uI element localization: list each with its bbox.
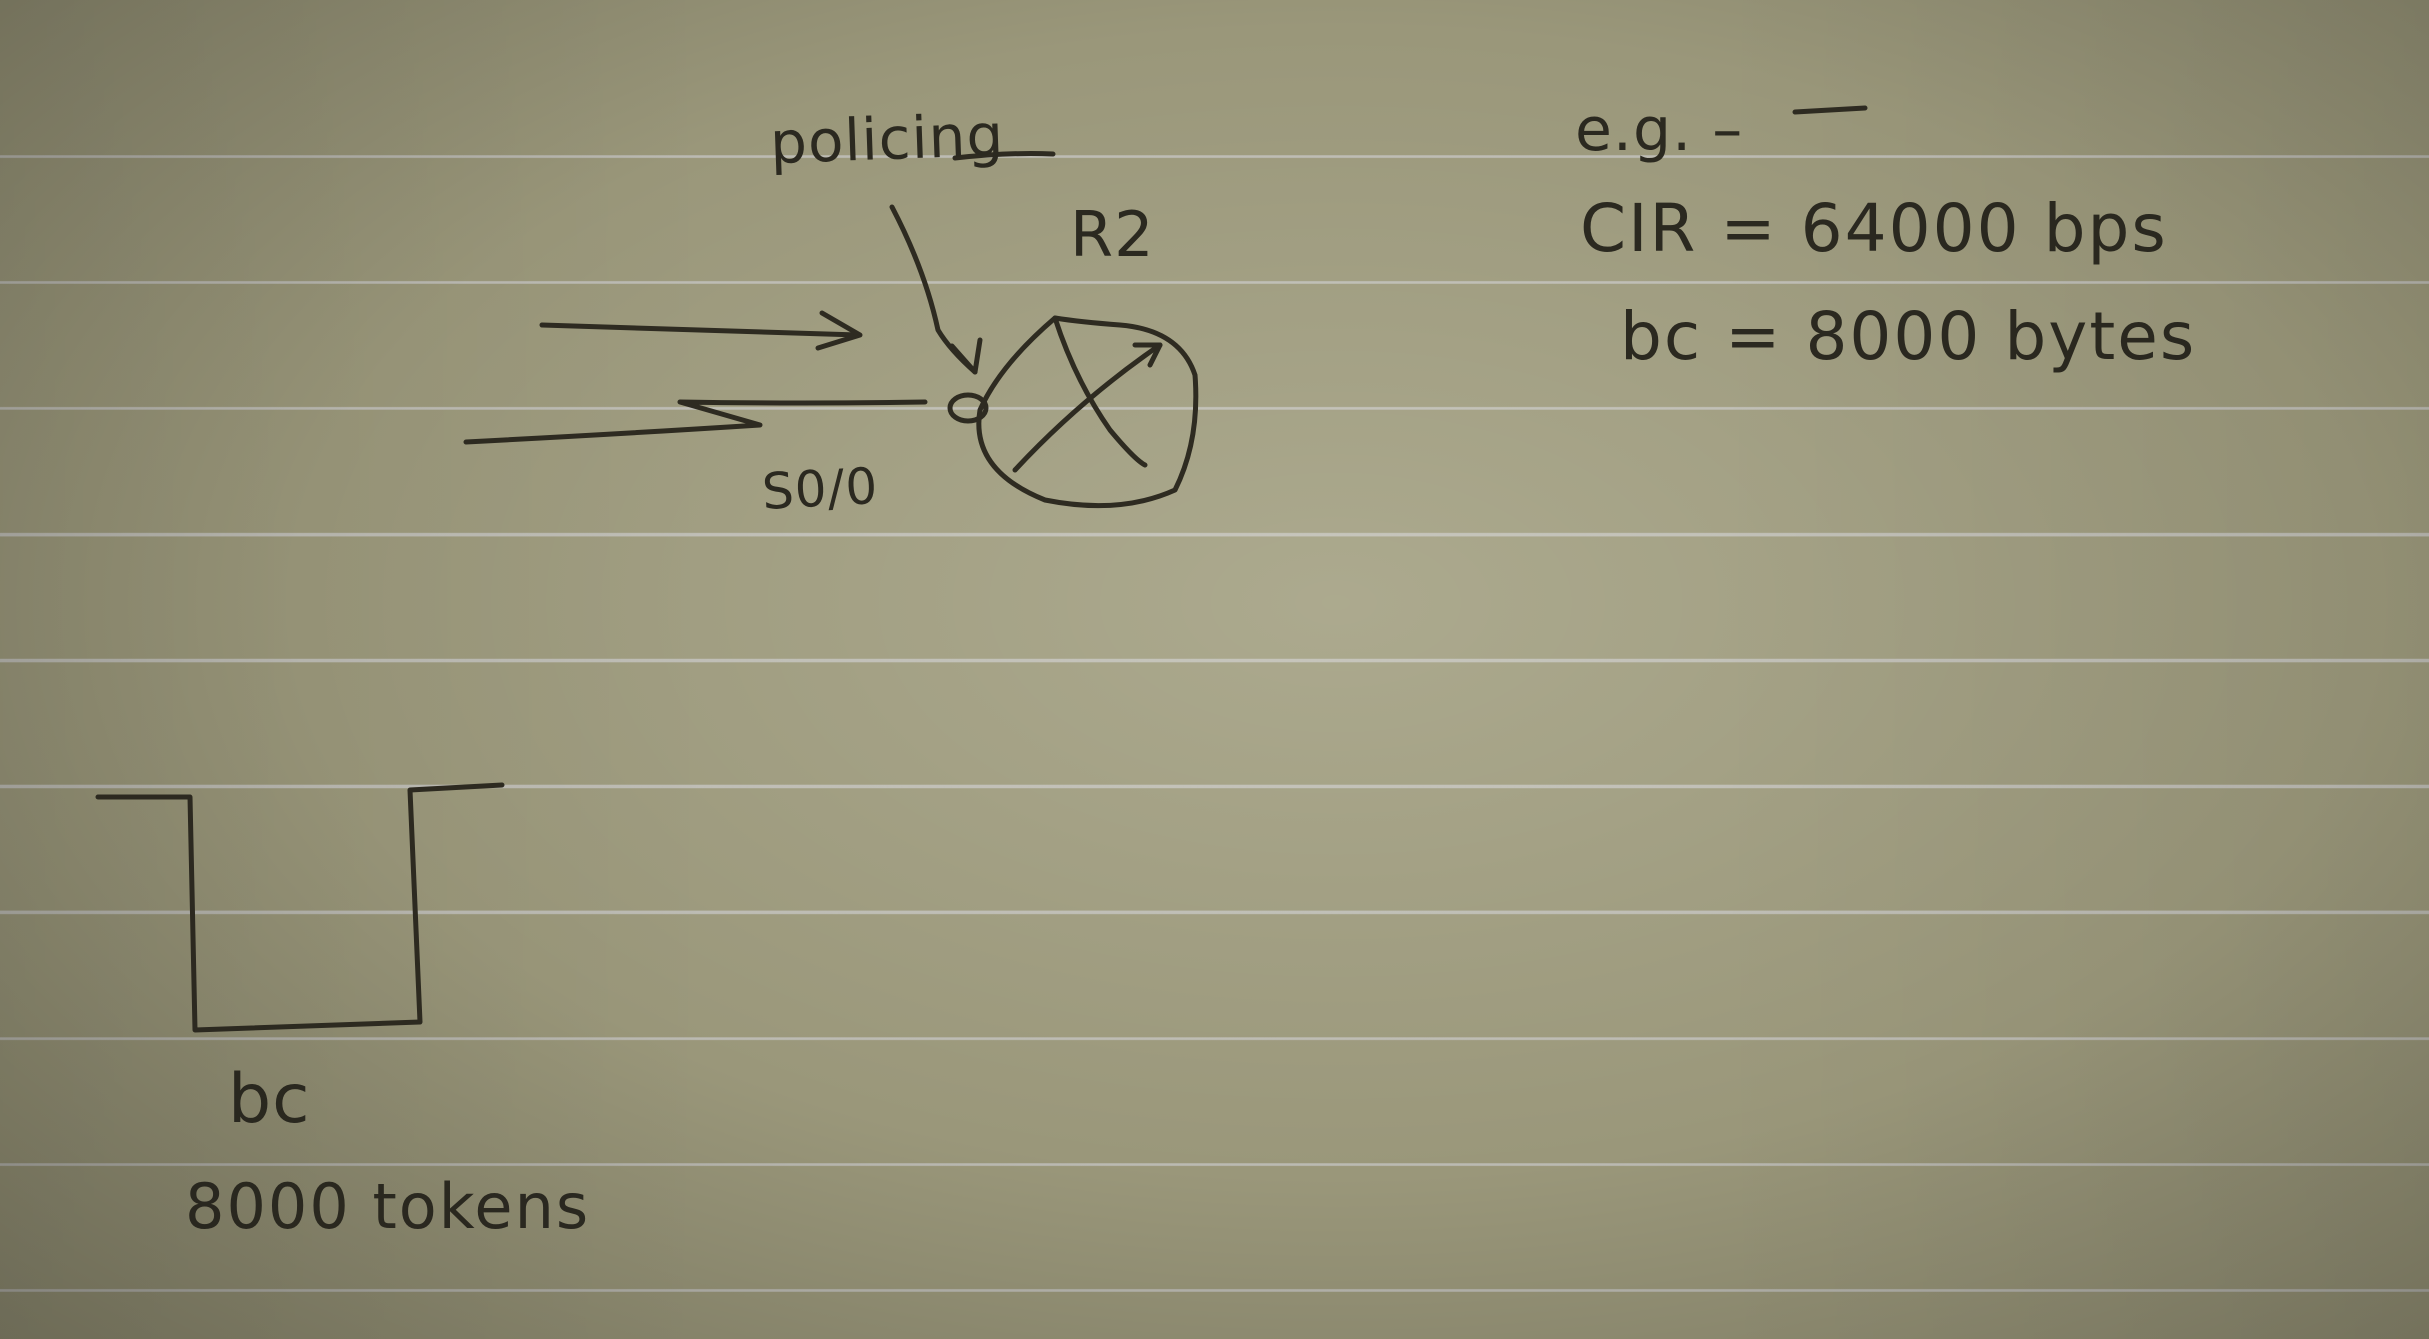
router-label: R2 [1070, 198, 1155, 271]
bucket-label: bc [228, 1060, 311, 1139]
policing-underline [952, 151, 1056, 161]
traffic-arrow-upper-head [815, 310, 863, 351]
router-icon [976, 315, 1199, 509]
bc-line: bc = 8000 bytes [1620, 298, 2197, 375]
interface-marker [947, 392, 989, 424]
router-cross-b-head [1132, 342, 1163, 368]
policing-pointer-arrowhead [949, 337, 983, 375]
bucket-tokens-label: 8000 tokens [185, 1170, 591, 1243]
example-prefix: e.g. – [1575, 95, 1744, 165]
router-cross-a [1052, 315, 1148, 468]
router-cross-b [1012, 342, 1163, 473]
policing-label: policing [768, 100, 1006, 178]
traffic-arrow-lower [463, 399, 928, 445]
interface-label: S0/0 [760, 456, 880, 522]
traffic-arrow-upper [539, 322, 861, 338]
bucket-icon [95, 782, 505, 1033]
cir-line: CIR = 64000 bps [1580, 190, 2168, 267]
eg-dash [1792, 105, 1868, 115]
policing-pointer-arrow [889, 204, 978, 375]
